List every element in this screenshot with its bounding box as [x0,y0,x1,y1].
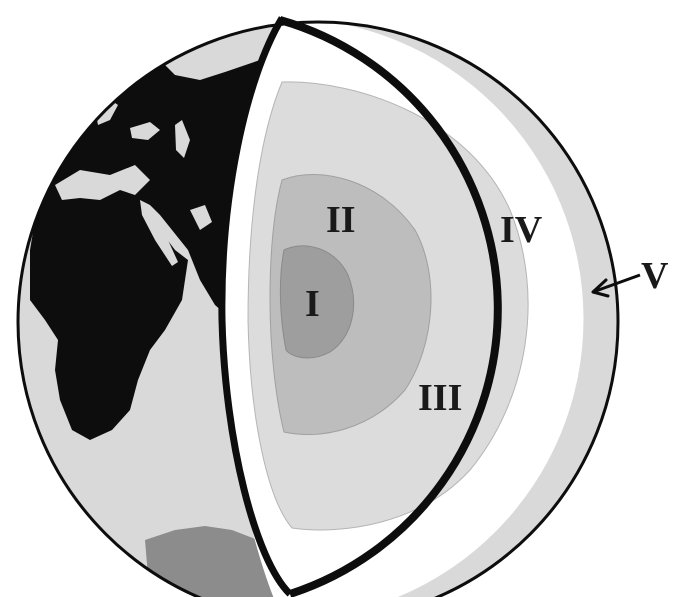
label-crust: V [641,255,669,297]
label-inner-core: I [305,283,320,325]
label-lower-mantle: III [418,377,462,419]
label-upper-mantle: IV [500,209,543,251]
label-outer-core: II [326,199,356,241]
